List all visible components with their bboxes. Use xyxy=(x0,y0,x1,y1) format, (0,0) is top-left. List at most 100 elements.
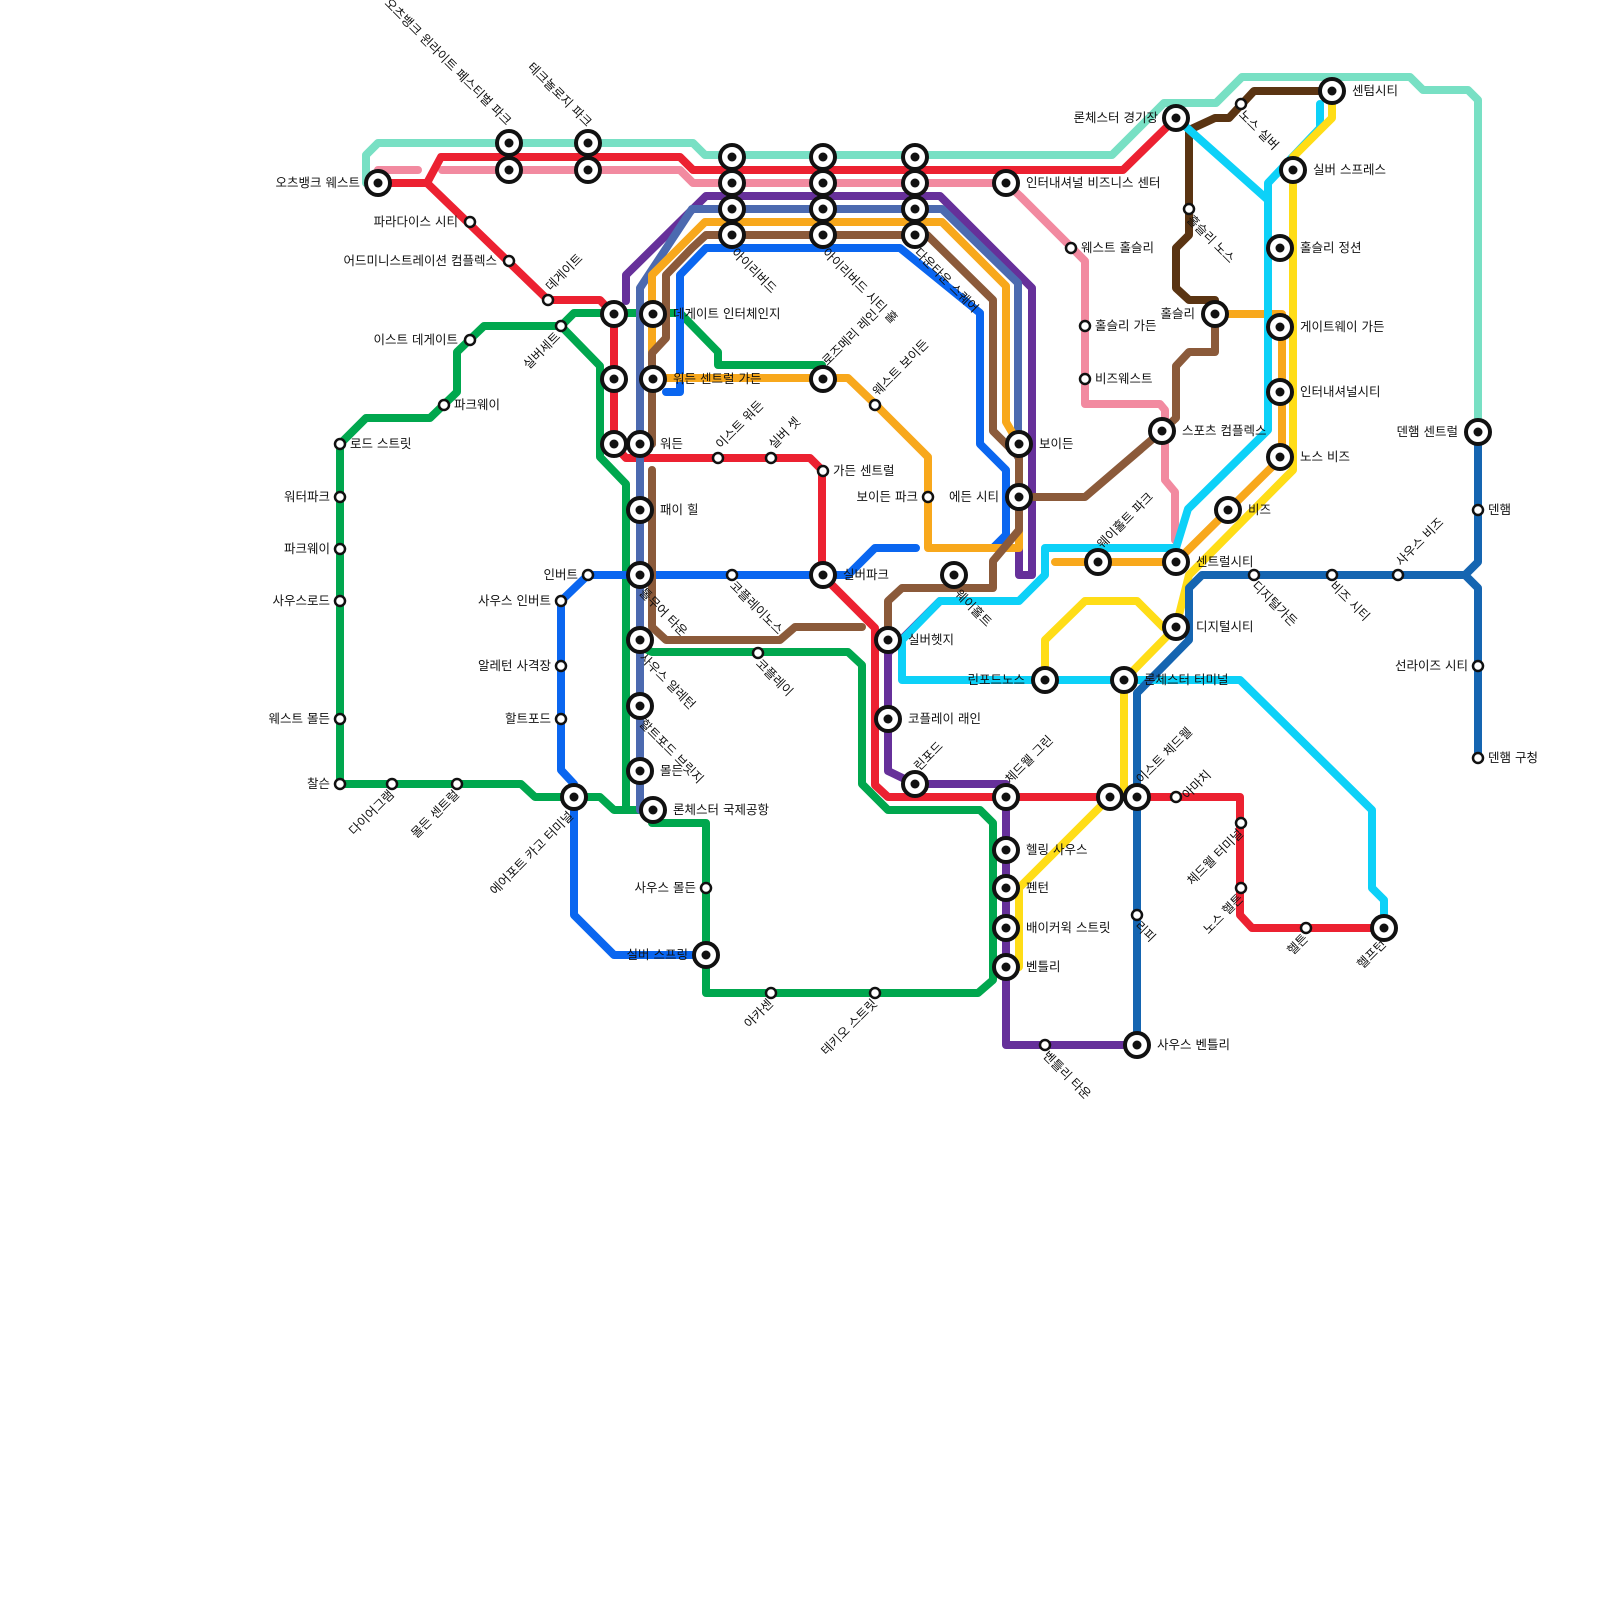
station-label-irisbird-city: 아이리버드 시티 홀 xyxy=(819,245,900,326)
station-eastdeg-station-marker[interactable] xyxy=(465,335,475,345)
station-label-holsli-garden2: 홀슬리 정션 xyxy=(1300,240,1361,255)
station-label-denham-gu: 덴햄 구청 xyxy=(1488,750,1538,765)
station-eastwdn-station-marker[interactable] xyxy=(713,453,723,463)
station-label-parkway2: 파크웨이 xyxy=(284,541,330,556)
station-westhol-station-marker[interactable] xyxy=(1066,243,1076,253)
route-lines xyxy=(340,77,1478,1045)
station-westboyd-station-marker[interactable] xyxy=(870,400,880,410)
station-north-hel-station-marker[interactable] xyxy=(1236,883,1246,893)
station-southbiz-station-marker[interactable] xyxy=(1393,570,1403,580)
station-akasen-station-marker[interactable] xyxy=(766,988,776,998)
station-silverset-station-marker[interactable] xyxy=(556,321,566,331)
station-bizwest-station-marker[interactable] xyxy=(1080,374,1090,384)
station-denham-station-marker[interactable] xyxy=(1473,505,1483,515)
station-label-rinford: 린포드 xyxy=(911,738,946,773)
station-rosemary-marker-dot xyxy=(819,375,828,384)
station-label-silverpark: 실버파크 xyxy=(843,567,889,582)
station-bently-town-station-marker[interactable] xyxy=(1040,1040,1050,1050)
station-diagram-station-marker[interactable] xyxy=(387,779,397,789)
station-label-boyd: 보이든 xyxy=(1039,436,1074,451)
station-och-west-marker-dot xyxy=(374,179,383,188)
station-southroad-station-marker[interactable] xyxy=(335,596,345,606)
station-coplane-n-station-marker[interactable] xyxy=(727,570,737,580)
station-label-silverset: 실버세트 xyxy=(520,329,563,372)
station-lc-airport-marker-dot xyxy=(649,806,658,815)
station-paradise-station-marker[interactable] xyxy=(465,217,475,227)
station-label-wayholt: 웨이홀트 xyxy=(952,586,995,629)
station-label-coplanelane: 코플레이 래인 xyxy=(908,711,981,726)
station-biz-marker-dot xyxy=(1224,506,1233,515)
station-digitalgarden-station-marker[interactable] xyxy=(1249,570,1259,580)
station-silverset2-station-marker[interactable] xyxy=(766,453,776,463)
station-parkway1-station-marker[interactable] xyxy=(439,400,449,410)
station-gardencen-station-marker[interactable] xyxy=(818,466,828,476)
station-label-bently-town: 벤틀리 타운 xyxy=(1040,1048,1094,1102)
station-waterpark-station-marker[interactable] xyxy=(335,492,345,502)
station-chalsn-station-marker[interactable] xyxy=(335,779,345,789)
station-label-techno: 테크놀로지 파크 xyxy=(525,59,595,129)
station-road-station-marker[interactable] xyxy=(335,439,345,449)
station-label-paradise: 파라다이스 시티 xyxy=(374,214,458,229)
station-helton-station-marker[interactable] xyxy=(1301,923,1311,933)
station-halt-bridge-marker-dot xyxy=(636,702,645,711)
station-invert-station-marker[interactable] xyxy=(583,570,593,580)
station-copley-station-marker[interactable] xyxy=(753,648,763,658)
station-parkway2-station-marker[interactable] xyxy=(335,544,345,554)
station-downtown-alt-marker-dot xyxy=(911,153,920,162)
station-label-centralcity: 센트럴시티 xyxy=(1196,554,1254,569)
station-westmol-station-marker[interactable] xyxy=(335,714,345,724)
station-label-lc-stadium: 론체스터 경기장 xyxy=(1074,110,1159,125)
station-sunrise-station-marker[interactable] xyxy=(1473,661,1483,671)
station-wdn-cg-alt-marker-dot xyxy=(610,375,619,384)
station-molcen-station-marker[interactable] xyxy=(452,779,462,789)
station-baker-marker-dot xyxy=(1002,924,1011,933)
station-label-moldon: 몰든 xyxy=(660,763,683,778)
station-holslinorth-station-marker[interactable] xyxy=(1184,204,1194,214)
station-holgarden-station-marker[interactable] xyxy=(1080,321,1090,331)
station-irisbird-city-alt-marker-dot xyxy=(819,179,828,188)
station-s-aleton-marker-dot xyxy=(636,636,645,645)
station-denham-gu-station-marker[interactable] xyxy=(1473,753,1483,763)
station-chad-term-station-marker[interactable] xyxy=(1236,818,1246,828)
station-label-bizwest: 비즈웨스트 xyxy=(1095,371,1153,386)
station-label-intlcity: 인터내셔널시티 xyxy=(1300,384,1381,399)
station-techno-marker-dot xyxy=(584,139,593,148)
station-s-moldon-station-marker[interactable] xyxy=(701,883,711,893)
station-irisbird-alt-marker-dot xyxy=(728,179,737,188)
station-label-holsli: 홀슬리 xyxy=(1160,306,1195,321)
station-boydpark-station-marker[interactable] xyxy=(923,492,933,502)
station-label-rosemary: 로즈메리 레인 xyxy=(819,306,881,368)
station-tower-marker-dot xyxy=(636,571,645,580)
station-techno-alt-marker-dot xyxy=(584,166,593,175)
station-s-invert-station-marker[interactable] xyxy=(556,596,566,606)
station-label-molcen: 몰든 센트럴 xyxy=(408,787,462,841)
station-label-edencity: 에든 시티 xyxy=(949,489,999,504)
station-label-sportscx: 스포츠 컴플렉스 xyxy=(1182,423,1266,438)
station-label-wayholtpark: 웨이홀트 파크 xyxy=(1094,489,1156,551)
station-s-bently-marker-dot xyxy=(1133,1041,1142,1050)
station-label-boydpark: 보이든 파크 xyxy=(857,489,918,504)
station-amachi-station-marker[interactable] xyxy=(1171,792,1181,802)
station-label-deg-ic: 데게이트 인터체인지 xyxy=(673,306,780,321)
station-irisbird-marker-dot xyxy=(728,231,737,240)
station-label-admin: 어드미니스트레이션 컴플렉스 xyxy=(344,253,497,268)
station-ripi-station-marker[interactable] xyxy=(1132,910,1142,920)
station-label-east-chad: 이스트 체드웰 xyxy=(1133,724,1195,786)
station-northbiz-marker-dot xyxy=(1276,453,1285,462)
station-downtown-marker-dot xyxy=(911,231,920,240)
station-deg-station-marker[interactable] xyxy=(543,295,553,305)
station-centumcity-marker-dot xyxy=(1328,87,1337,96)
station-irisbird-city-alt-marker-dot xyxy=(819,153,828,162)
station-label-silverhedge: 실버헷지 xyxy=(908,632,954,647)
station-northsilver-station-marker[interactable] xyxy=(1236,99,1246,109)
station-halt-station-marker[interactable] xyxy=(556,714,566,724)
station-admin-station-marker[interactable] xyxy=(504,256,514,266)
station-irisbird-alt-marker-dot xyxy=(728,205,737,214)
station-label-techost: 테키오 스트릿 xyxy=(818,996,880,1058)
station-techost-station-marker[interactable] xyxy=(870,988,880,998)
station-aleton-station-marker[interactable] xyxy=(556,661,566,671)
station-label-southbiz: 사우스 비즈 xyxy=(1392,515,1446,569)
station-silverspring-marker-dot xyxy=(702,951,711,960)
station-bizcity-station-marker[interactable] xyxy=(1327,570,1337,580)
